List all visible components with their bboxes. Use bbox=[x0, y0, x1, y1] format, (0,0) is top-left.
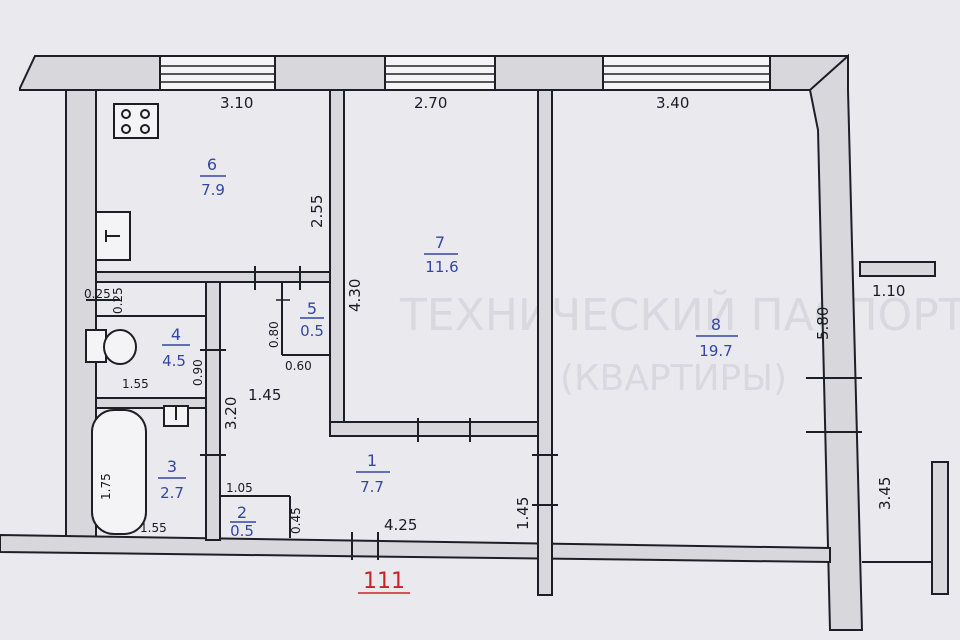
sink-icon bbox=[95, 211, 131, 261]
dim-wc-width: 1.55 bbox=[122, 377, 149, 391]
dim-wc-small-a: 0.25 bbox=[84, 287, 111, 301]
dim-hall-bottom: 4.25 bbox=[384, 516, 417, 534]
dim-wc-small-b: 0.25 bbox=[111, 287, 125, 314]
svg-text:2.7: 2.7 bbox=[160, 484, 184, 502]
dim-closet-width: 0.60 bbox=[285, 359, 312, 373]
stove-icon bbox=[113, 103, 159, 139]
dim-room8-depth: 5.80 bbox=[814, 307, 832, 340]
svg-text:0.5: 0.5 bbox=[230, 522, 254, 540]
balcony-rail-side bbox=[931, 461, 949, 595]
svg-text:7.7: 7.7 bbox=[360, 478, 384, 496]
wall-kitchen-room7 bbox=[329, 89, 345, 436]
right-exterior-wall bbox=[808, 53, 864, 631]
svg-text:11.6: 11.6 bbox=[425, 258, 458, 276]
svg-text:4: 4 bbox=[171, 325, 181, 344]
bathtub-icon bbox=[91, 409, 147, 535]
svg-text:7: 7 bbox=[435, 233, 445, 252]
room-7-label: 7 11.6 bbox=[424, 233, 459, 276]
balcony-rail-top bbox=[859, 261, 936, 277]
toilet-icon bbox=[85, 329, 137, 365]
room-2-label: 2 0.5 bbox=[230, 503, 256, 540]
svg-text:1: 1 bbox=[367, 451, 377, 470]
svg-text:3: 3 bbox=[167, 457, 177, 476]
svg-text:4.5: 4.5 bbox=[162, 352, 186, 370]
svg-text:0.5: 0.5 bbox=[300, 322, 324, 340]
window-room8 bbox=[602, 55, 771, 91]
window-kitchen bbox=[159, 55, 276, 91]
dim-hall-width: 1.45 bbox=[248, 386, 281, 404]
dim-hall-length: 3.20 bbox=[222, 397, 240, 430]
wall-room7-room8 bbox=[537, 89, 553, 596]
dim-closet-height: 0.80 bbox=[267, 321, 281, 348]
dim-niche-width: 1.05 bbox=[226, 481, 253, 495]
dim-bath-width: 1.55 bbox=[140, 521, 167, 535]
watermark-line1: ТЕХНИЧЕСКИЙ ПАСПОРТ bbox=[399, 288, 960, 341]
svg-text:7.9: 7.9 bbox=[201, 181, 225, 199]
apartment-number: 111 bbox=[363, 569, 405, 594]
watermark-line2: (КВАРТИРЫ) bbox=[560, 358, 787, 399]
dim-bath-length: 1.75 bbox=[99, 473, 113, 500]
wall-kitchen-bottom bbox=[95, 271, 331, 283]
room-5-label: 5 0.5 bbox=[300, 299, 324, 340]
dim-room7-depth: 4.30 bbox=[346, 279, 364, 312]
room-8-label: 8 19.7 bbox=[696, 315, 738, 360]
dim-kitchen-width: 3.10 bbox=[220, 94, 253, 112]
dim-niche-depth: 0.45 bbox=[289, 507, 303, 534]
wall-wc-bath bbox=[95, 397, 207, 409]
svg-text:5: 5 bbox=[307, 299, 317, 318]
bottom-wall bbox=[0, 533, 831, 564]
dim-balcony-depth: 3.45 bbox=[876, 477, 894, 510]
svg-text:19.7: 19.7 bbox=[699, 342, 732, 360]
room-6-label: 6 7.9 bbox=[200, 155, 226, 199]
room-3-label: 3 2.7 bbox=[158, 457, 186, 502]
wall-room7-bottom bbox=[329, 421, 539, 437]
dim-room8-width: 3.40 bbox=[656, 94, 689, 112]
dim-room7-width: 2.70 bbox=[414, 94, 447, 112]
svg-text:8: 8 bbox=[711, 315, 721, 334]
svg-text:2: 2 bbox=[237, 503, 247, 522]
dim-balcony-width: 1.10 bbox=[872, 282, 905, 300]
wall-hall-left bbox=[205, 281, 221, 541]
room-1-label: 1 7.7 bbox=[356, 451, 390, 496]
dim-kitchen-depth: 2.55 bbox=[308, 195, 326, 228]
washbasin-icon bbox=[163, 405, 189, 427]
dim-hall-right: 1.45 bbox=[514, 497, 532, 530]
room-4-label: 4 4.5 bbox=[162, 325, 190, 370]
window-room7 bbox=[384, 55, 496, 91]
dim-wc-depth: 0.90 bbox=[191, 359, 205, 386]
svg-text:6: 6 bbox=[207, 155, 217, 174]
